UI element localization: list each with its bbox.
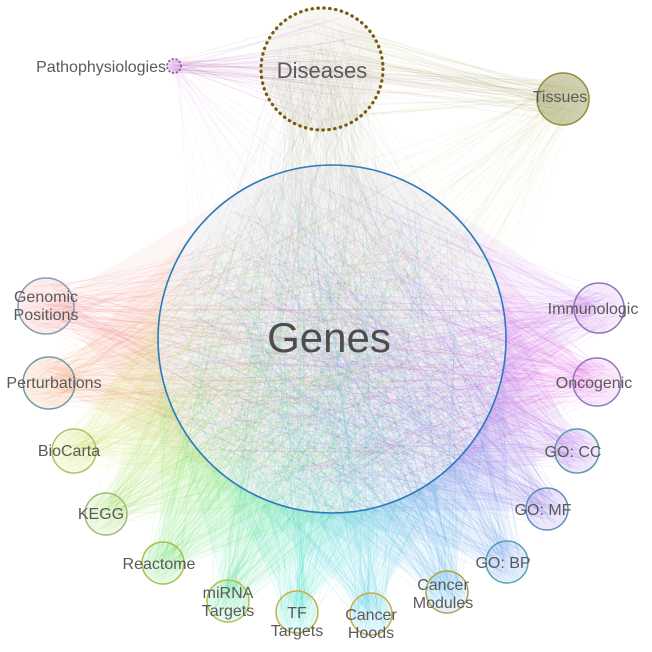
edge-wedge-perturbations [49,218,249,492]
edge-wedge-tf-targets [184,431,452,612]
node-tissues[interactable] [536,72,590,126]
node-cancer-hoods[interactable] [349,592,393,636]
edge-wedge-immunologic [428,194,599,458]
label-go-bp: GO: BP [475,555,530,572]
edge-wedge-go-cc [379,264,577,507]
node-go-bp[interactable] [485,540,529,584]
label-tissues: Tissues [533,89,588,106]
node-go-cc[interactable] [554,428,600,474]
edges-cancer-hoods-to-genes [180,177,499,630]
node-cancer-modules[interactable] [425,570,469,614]
node-biocarta[interactable] [51,428,97,474]
edges-diseases-to-tissues [275,18,584,122]
label-genes: Genes [267,314,391,361]
edges-immunologic-to-genes [177,175,619,492]
edge-wedges [46,189,599,614]
edge-lines [22,17,619,630]
node-kegg[interactable] [84,492,128,536]
label-immunologic: Immunologic [548,301,639,318]
edge-wedge-go-bp [289,338,507,562]
label-go-mf: GO: MF [515,502,572,519]
edge-wedge-mirna-targets [165,388,420,601]
edges-go-bp-to-genes [166,190,525,580]
node-genes[interactable] [157,164,507,514]
edge-wedge-reactome [158,342,376,563]
node-go-mf[interactable] [525,487,569,531]
label-diseases: Diseases [277,58,367,83]
edges-mirna-targets-to-genes [173,176,499,618]
edges-diseases-to-genes [164,18,486,502]
edge-wedge-cancer-modules [253,382,501,592]
edge-wedge-go-mf [335,302,547,513]
node-tf-targets[interactable] [275,590,319,634]
node-immunologic[interactable] [573,282,625,334]
label-kegg: KEGG [78,506,124,523]
edges-diseases-to-pathophysiologies [168,17,373,123]
label-pathophysiologies: Pathophysiologies [36,59,166,76]
edges-oncogenic-to-genes [171,198,617,492]
node-genomic-positions[interactable] [17,277,75,335]
node-diseases[interactable] [259,6,385,132]
edges-pathophysiologies-to-genes [169,60,472,465]
edges-kegg-to-genes [88,186,486,531]
edges-go-cc-to-genes [173,177,595,484]
node-oncogenic[interactable] [572,357,622,407]
label-biocarta: BioCarta [38,443,100,460]
edges-genomic-positions-to-genes [22,200,496,486]
label-go-cc: GO: CC [545,444,602,461]
label-perturbations: Perturbations [6,375,101,392]
edges-perturbations-to-genes [27,182,481,492]
edges-reactome-to-genes [145,178,471,581]
edges-go-mf-to-genes [166,192,564,525]
label-reactome: Reactome [123,556,196,573]
edges-biocarta-to-genes [55,177,482,478]
edge-wedge-kegg [106,294,333,514]
node-reactome[interactable] [141,541,185,585]
node-pathophysiologies[interactable] [166,58,182,74]
edge-wedge-biocarta [74,256,288,508]
edges-pathophysiologies-to-tissues [169,60,583,122]
edges-tissues-to-genes [185,78,584,477]
edge-wedge-cancer-hoods [213,427,482,614]
node-mirna-targets[interactable] [206,579,250,623]
edge-wedge-oncogenic [422,226,597,488]
node-perturbations[interactable] [22,356,76,410]
edges-tf-targets-to-genes [167,177,477,630]
edge-wedge-genomic-positions [46,189,244,465]
label-oncogenic: Oncogenic [556,375,633,392]
